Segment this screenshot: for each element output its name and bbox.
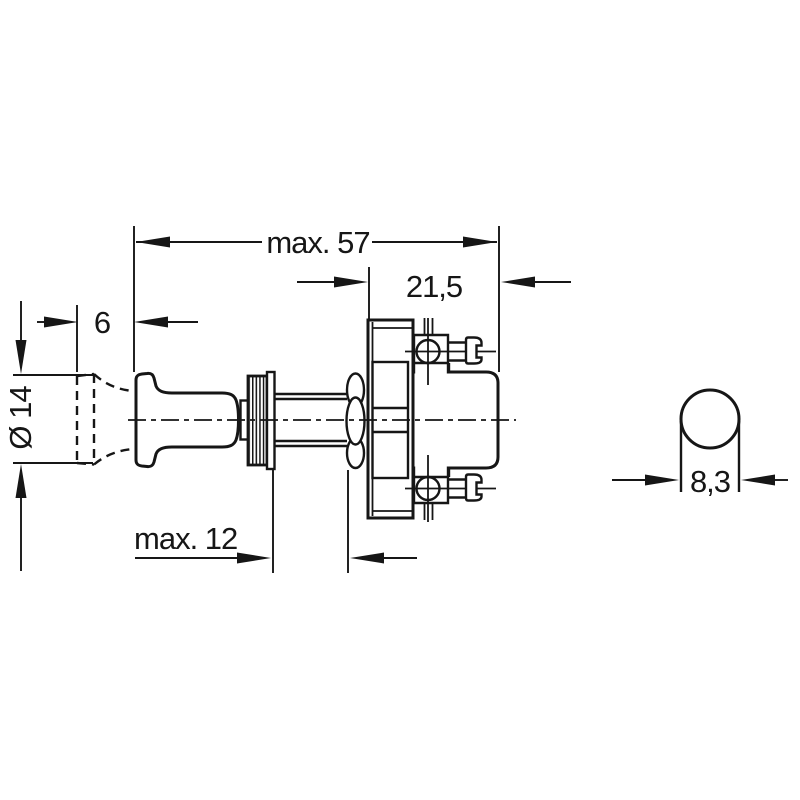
- switch-body: [411, 370, 500, 470]
- stem-end-view: [679, 388, 741, 492]
- terminal-top: [405, 318, 496, 385]
- terminal-screw-hole-bottom: [415, 475, 441, 502]
- dim-housing-length: 21,5: [297, 267, 571, 320]
- dim-overall-length-label: max. 57: [266, 225, 369, 260]
- dim-thread-length-label: max. 12: [134, 521, 237, 556]
- terminal-screw-hole-top: [415, 338, 441, 365]
- terminal-bottom: [405, 455, 496, 522]
- dim-knob-variant-offset-label: 6: [94, 305, 110, 340]
- hex-nut: [345, 372, 366, 470]
- threaded-bushing: [274, 392, 347, 448]
- dim-overall-length: max. 57: [133, 225, 500, 372]
- mounting-flange: [366, 318, 415, 520]
- dim-knob-diameter-label: Ø 14: [3, 386, 38, 450]
- dim-thread-length: max. 12: [134, 469, 417, 573]
- terminal-screw-bottom: [464, 473, 483, 502]
- dim-knob-variant-offset: 6: [37, 305, 198, 372]
- stem-circle: [679, 388, 741, 450]
- dim-stem-diameter: 8,3: [612, 464, 788, 499]
- dim-knob-diameter: Ø 14: [3, 301, 93, 571]
- knob-variant-dashed-outline: [75, 372, 134, 466]
- switch-side-view: [75, 318, 516, 522]
- terminal-screw-top: [464, 336, 483, 365]
- dim-stem-diameter-label: 8,3: [690, 464, 730, 499]
- dim-housing-length-label: 21,5: [406, 269, 462, 304]
